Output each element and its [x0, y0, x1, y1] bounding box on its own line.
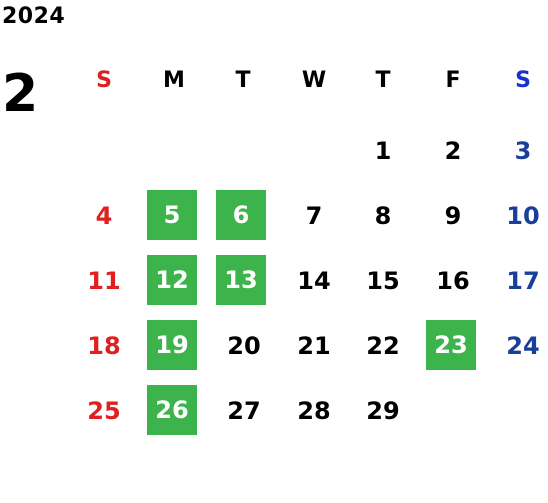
- day-cell[interactable]: 2: [444, 137, 462, 165]
- day-cell[interactable]: 18: [87, 332, 121, 360]
- day-cell[interactable]: 15: [366, 267, 400, 295]
- weekday-header-thu: T: [375, 68, 391, 93]
- weekday-header-fri: F: [445, 68, 461, 93]
- day-cell[interactable]: 1: [374, 137, 392, 165]
- weekday-header-wed: W: [301, 68, 327, 93]
- day-cell[interactable]: 29: [366, 397, 400, 425]
- calendar-month: 2: [2, 64, 39, 124]
- day-cell[interactable]: 3: [514, 137, 532, 165]
- weekday-header-mon: M: [163, 68, 185, 93]
- day-cell[interactable]: 17: [506, 267, 540, 295]
- day-cell[interactable]: 7: [305, 202, 323, 230]
- day-cell-highlighted[interactable]: 26: [147, 385, 197, 435]
- day-cell[interactable]: 28: [297, 397, 331, 425]
- day-cell[interactable]: 27: [227, 397, 261, 425]
- day-cell[interactable]: 9: [444, 202, 462, 230]
- day-cell[interactable]: 24: [506, 332, 540, 360]
- day-cell[interactable]: 25: [87, 397, 121, 425]
- day-cell-highlighted[interactable]: 13: [216, 255, 266, 305]
- day-cell[interactable]: 14: [297, 267, 331, 295]
- weekday-header-sun: S: [96, 68, 112, 93]
- day-cell[interactable]: 16: [436, 267, 470, 295]
- day-cell[interactable]: 4: [95, 202, 113, 230]
- day-cell[interactable]: 8: [374, 202, 392, 230]
- day-cell-highlighted[interactable]: 6: [216, 190, 266, 240]
- day-cell-highlighted[interactable]: 5: [147, 190, 197, 240]
- day-cell[interactable]: 22: [366, 332, 400, 360]
- weekday-header-tue: T: [235, 68, 251, 93]
- day-cell[interactable]: 21: [297, 332, 331, 360]
- day-cell[interactable]: 10: [506, 202, 540, 230]
- day-cell-highlighted[interactable]: 12: [147, 255, 197, 305]
- weekday-header-sat: S: [515, 68, 531, 93]
- day-cell-highlighted[interactable]: 19: [147, 320, 197, 370]
- calendar-year: 2024: [2, 4, 66, 29]
- day-cell-highlighted[interactable]: 23: [426, 320, 476, 370]
- day-cell[interactable]: 20: [227, 332, 261, 360]
- day-cell[interactable]: 11: [87, 267, 121, 295]
